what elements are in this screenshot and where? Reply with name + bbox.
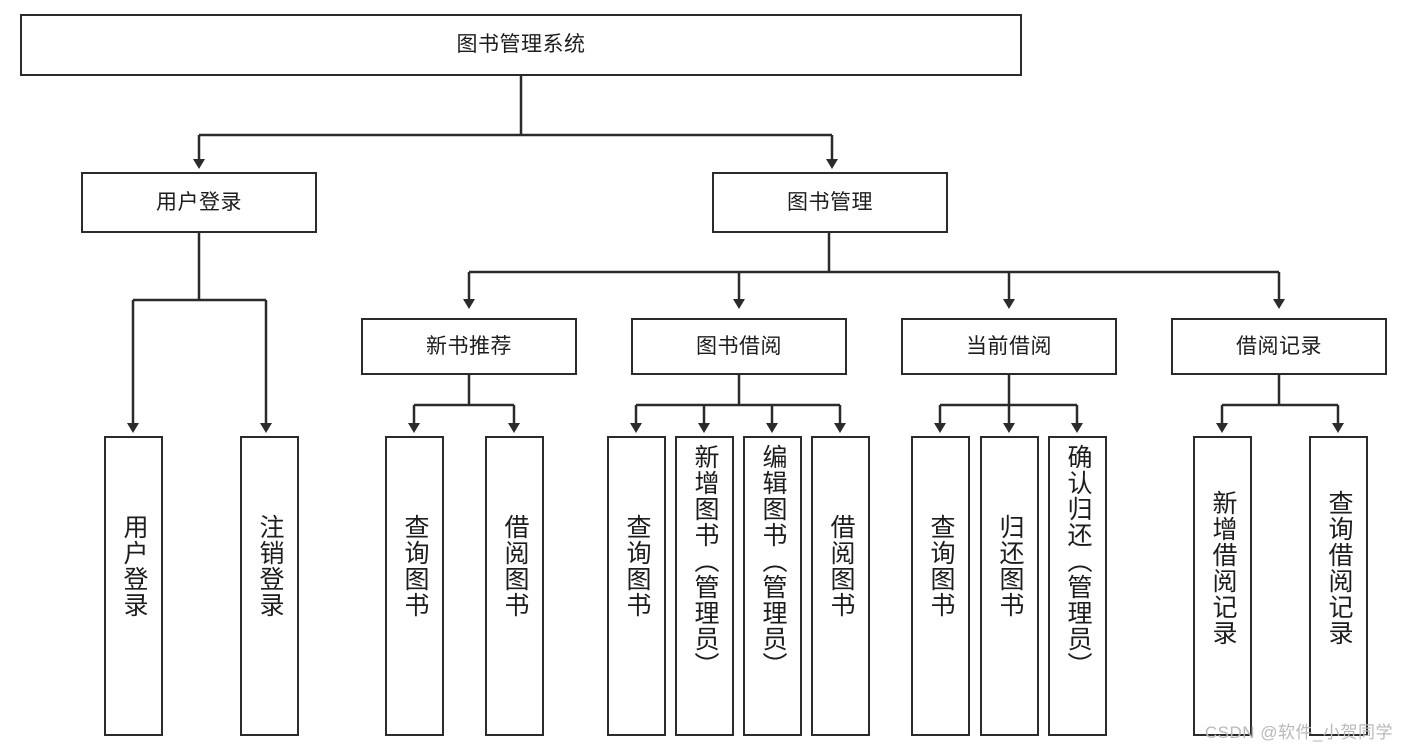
node-current-borrow-label: 当前借阅 <box>966 334 1052 358</box>
leaf-user-login[interactable]: 用户登录 <box>104 436 163 736</box>
leaf-query-book-borrow-label: 查询图书 <box>623 514 651 618</box>
node-user-login-label: 用户登录 <box>156 190 242 214</box>
leaf-confirm-return-admin[interactable]: 确认归还（管理员） <box>1048 436 1107 736</box>
leaf-edit-book-admin-label: 编辑图书（管理员） <box>759 444 787 678</box>
leaf-borrow-book[interactable]: 借阅图书 <box>811 436 870 736</box>
leaf-query-book-current[interactable]: 查询图书 <box>911 436 970 736</box>
leaf-borrow-book-new-label: 借阅图书 <box>501 514 529 618</box>
node-user-login[interactable]: 用户登录 <box>81 172 317 233</box>
node-current-borrow[interactable]: 当前借阅 <box>901 318 1117 375</box>
leaf-query-book-current-label: 查询图书 <box>927 514 955 618</box>
node-root[interactable]: 图书管理系统 <box>20 14 1022 76</box>
node-book-management[interactable]: 图书管理 <box>712 172 948 233</box>
leaf-confirm-return-admin-label: 确认归还（管理员） <box>1064 444 1092 678</box>
leaf-borrow-book-new[interactable]: 借阅图书 <box>485 436 544 736</box>
leaf-logout-label: 注销登录 <box>256 514 284 618</box>
node-new-book-recommend[interactable]: 新书推荐 <box>361 318 577 375</box>
leaf-query-book-new-label: 查询图书 <box>401 514 429 618</box>
leaf-borrow-book-label: 借阅图书 <box>827 514 855 618</box>
leaf-return-book[interactable]: 归还图书 <box>980 436 1039 736</box>
leaf-add-book-admin[interactable]: 新增图书（管理员） <box>675 436 734 736</box>
leaf-add-borrow-record-label: 新增借阅记录 <box>1209 490 1237 646</box>
node-book-borrow[interactable]: 图书借阅 <box>631 318 847 375</box>
node-new-book-recommend-label: 新书推荐 <box>426 334 512 358</box>
node-book-management-label: 图书管理 <box>787 190 873 214</box>
node-book-borrow-label: 图书借阅 <box>696 334 782 358</box>
leaf-logout[interactable]: 注销登录 <box>240 436 299 736</box>
watermark: CSDN @软件_小贺同学 <box>1204 723 1393 742</box>
node-root-label: 图书管理系统 <box>456 33 586 57</box>
leaf-query-book-borrow[interactable]: 查询图书 <box>607 436 666 736</box>
leaf-add-book-admin-label: 新增图书（管理员） <box>691 444 719 678</box>
leaf-query-borrow-record[interactable]: 查询借阅记录 <box>1309 436 1368 736</box>
leaf-return-book-label: 归还图书 <box>996 514 1024 618</box>
leaf-user-login-label: 用户登录 <box>120 514 148 618</box>
leaf-edit-book-admin[interactable]: 编辑图书（管理员） <box>743 436 802 736</box>
node-borrow-record-label: 借阅记录 <box>1236 334 1322 358</box>
leaf-query-borrow-record-label: 查询借阅记录 <box>1325 490 1353 646</box>
node-borrow-record[interactable]: 借阅记录 <box>1171 318 1387 375</box>
leaf-add-borrow-record[interactable]: 新增借阅记录 <box>1193 436 1252 736</box>
leaf-query-book-new[interactable]: 查询图书 <box>385 436 444 736</box>
